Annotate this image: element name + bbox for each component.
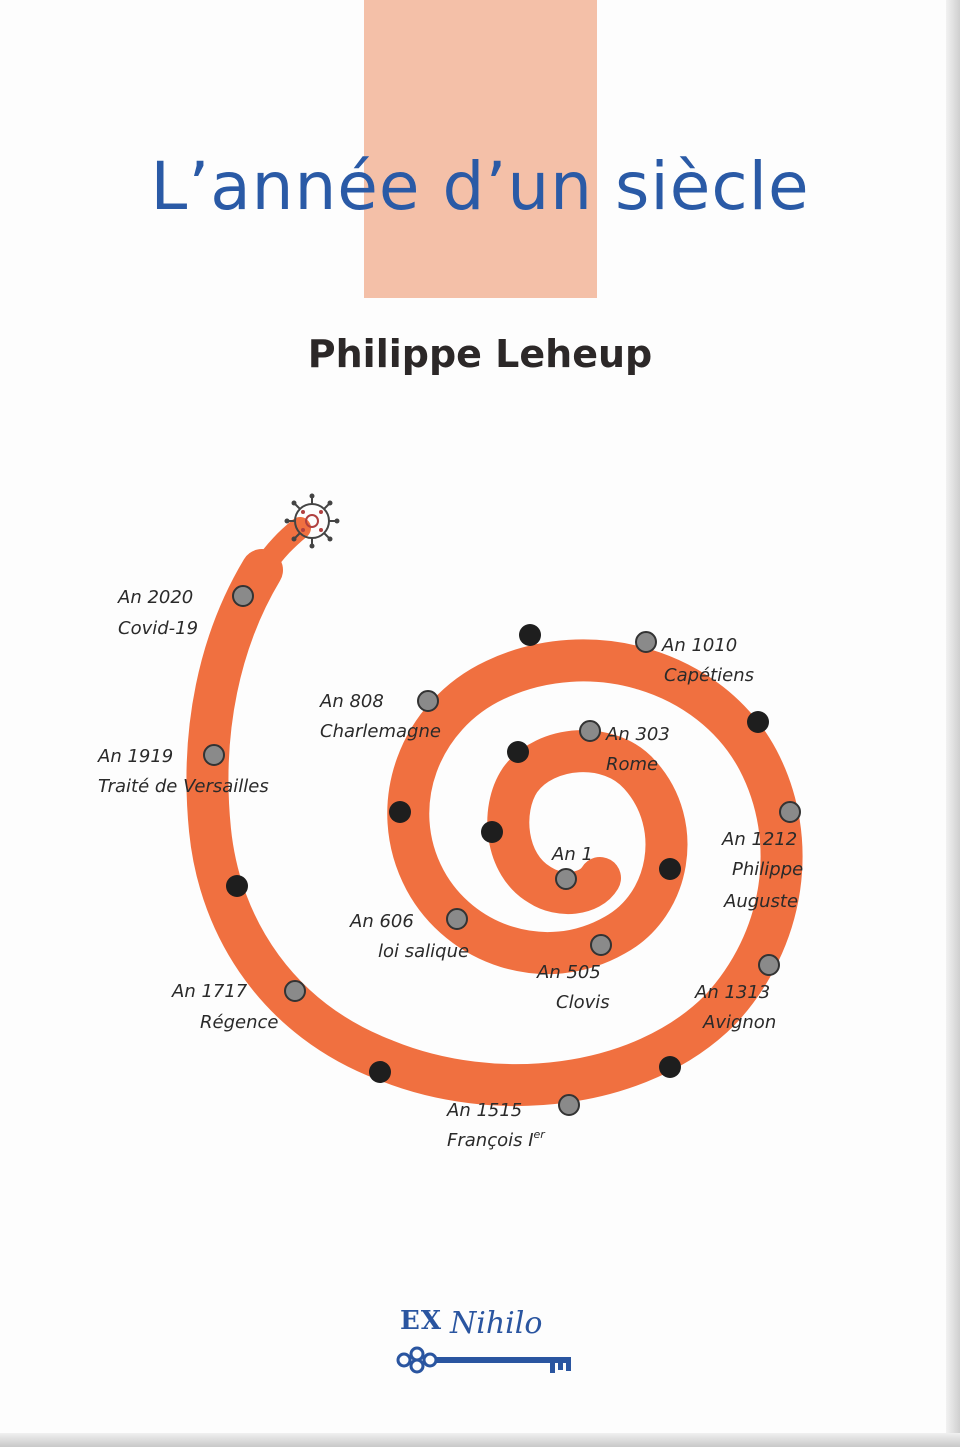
timeline-labels: An 1 An 303 Rome An 505 Clovis An 606 lo… (97, 587, 803, 1151)
event-dots (203, 585, 801, 1116)
event-dot-1 (555, 868, 577, 890)
label-event-505: Clovis (556, 992, 610, 1013)
book-title: L’année d’un siècle (150, 148, 810, 225)
dark-dot (747, 711, 769, 733)
event-dot-808 (417, 690, 439, 712)
label-event-1515: François Ier (447, 1128, 546, 1151)
event-dot-505 (590, 934, 612, 956)
event-dot-1212 (779, 801, 801, 823)
event-dot-303 (579, 720, 601, 742)
spiral-band (186, 549, 803, 1106)
dark-dot (659, 1056, 681, 1078)
dark-dot (369, 1061, 391, 1083)
dark-dot (389, 801, 411, 823)
timeline-spiral: An 1 An 303 Rome An 505 Clovis An 606 lo… (97, 493, 803, 1151)
label-year-1515: An 1515 (446, 1100, 522, 1121)
publisher-ex: EX (400, 1306, 442, 1336)
label-event-808: Charlemagne (320, 721, 441, 742)
publisher-nihilo: Nihilo (450, 1306, 543, 1341)
event-dot-1919 (203, 744, 225, 766)
peach-accent-block (364, 0, 597, 298)
dark-dot (507, 741, 529, 763)
label-event-303: Rome (606, 754, 658, 775)
label-event-1212b: Auguste (723, 891, 798, 912)
label-year-606: An 606 (349, 911, 414, 932)
label-year-1717: An 1717 (171, 981, 248, 1002)
label-year-2020: An 2020 (117, 587, 193, 608)
publisher-logo: EX Nihilo (392, 1296, 582, 1386)
dark-dot (226, 875, 248, 897)
label-event-1515-sup: er (534, 1128, 547, 1141)
label-year-1: An 1 (551, 844, 593, 865)
dark-dots (226, 624, 769, 1083)
label-event-1313: Avignon (702, 1012, 776, 1033)
event-dot-1515 (558, 1094, 580, 1116)
event-dot-1010 (635, 631, 657, 653)
label-year-1212: An 1212 (721, 829, 797, 850)
dark-dot (659, 858, 681, 880)
dark-dot (519, 624, 541, 646)
label-year-808: An 808 (319, 691, 384, 712)
label-year-505: An 505 (536, 962, 601, 983)
cover-edge-bottom (0, 1433, 960, 1447)
label-year-1010: An 1010 (661, 635, 737, 656)
virus-icon (284, 493, 340, 549)
event-dot-606 (446, 908, 468, 930)
label-event-1212a: Philippe (732, 859, 803, 880)
label-event-606: loi salique (378, 941, 469, 962)
label-event-1717: Régence (200, 1012, 278, 1033)
event-dot-1717 (284, 980, 306, 1002)
label-year-303: An 303 (605, 724, 670, 745)
event-dot-2020 (232, 585, 254, 607)
label-year-1919: An 1919 (97, 746, 173, 767)
label-year-1313: An 1313 (694, 982, 770, 1003)
label-event-1919: Traité de Versailles (98, 776, 269, 797)
label-event-1515-main: François I (447, 1130, 534, 1151)
label-event-1010: Capétiens (664, 665, 754, 686)
cover-edge-right (946, 0, 960, 1447)
dark-dot (481, 821, 503, 843)
label-event-2020: Covid-19 (118, 618, 198, 639)
event-dot-1313 (758, 954, 780, 976)
key-icon (396, 1346, 571, 1374)
book-author: Philippe Leheup (307, 332, 653, 376)
